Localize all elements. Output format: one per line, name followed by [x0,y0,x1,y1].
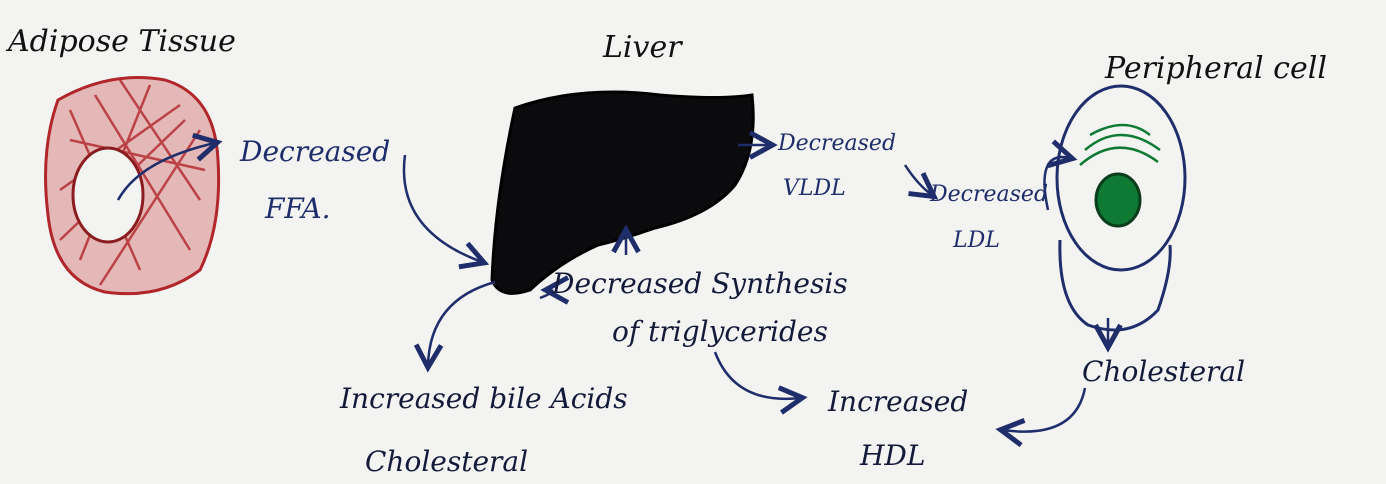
adipose-tissue-drawing [46,78,219,294]
decreased-vldl-label-line2: VLDL [783,178,846,200]
arrow-cholesterol-to-hdl [1003,388,1085,432]
liver-drawing [492,92,753,293]
bile-acids-label-line1: Increased bile Acids [340,385,628,413]
decreased-ldl-label-line2: LDL [953,230,1000,252]
liver-title: Liver [603,33,682,63]
bile-acids-label-line2: Cholesteral [365,448,528,476]
decreased-ldl-label-line1: Decreased [930,184,1048,206]
peripheral-cholesterol-label: Cholesteral [1082,358,1245,386]
arrow-synthesis-to-liver [540,290,553,298]
decreased-ffa-label-line2: FFA. [265,195,331,223]
arrow-ffa-to-liver [404,155,482,262]
arrow-liver-to-bile [428,282,495,365]
decreased-ffa-label-line1: Decreased [240,138,390,166]
arrow-vldl-to-ldl [905,165,932,195]
decreased-vldl-label-line1: Decreased [778,133,896,155]
adipose-tissue-title: Adipose Tissue [8,27,236,57]
peripheral-cell-nucleus [1096,174,1140,226]
increased-hdl-label-line1: Increased [828,388,968,416]
peripheral-cell-title: Peripheral cell [1105,54,1327,84]
arrow-triglyceride-to-hdl [715,352,800,399]
synthesis-label-line2: of triglycerides [612,318,828,346]
peripheral-cell-drawing [1057,86,1185,330]
adipose-cell-vacuole [73,148,143,242]
synthesis-label-line1: Decreased Synthesis [552,270,848,298]
increased-hdl-label-line2: HDL [860,442,925,470]
